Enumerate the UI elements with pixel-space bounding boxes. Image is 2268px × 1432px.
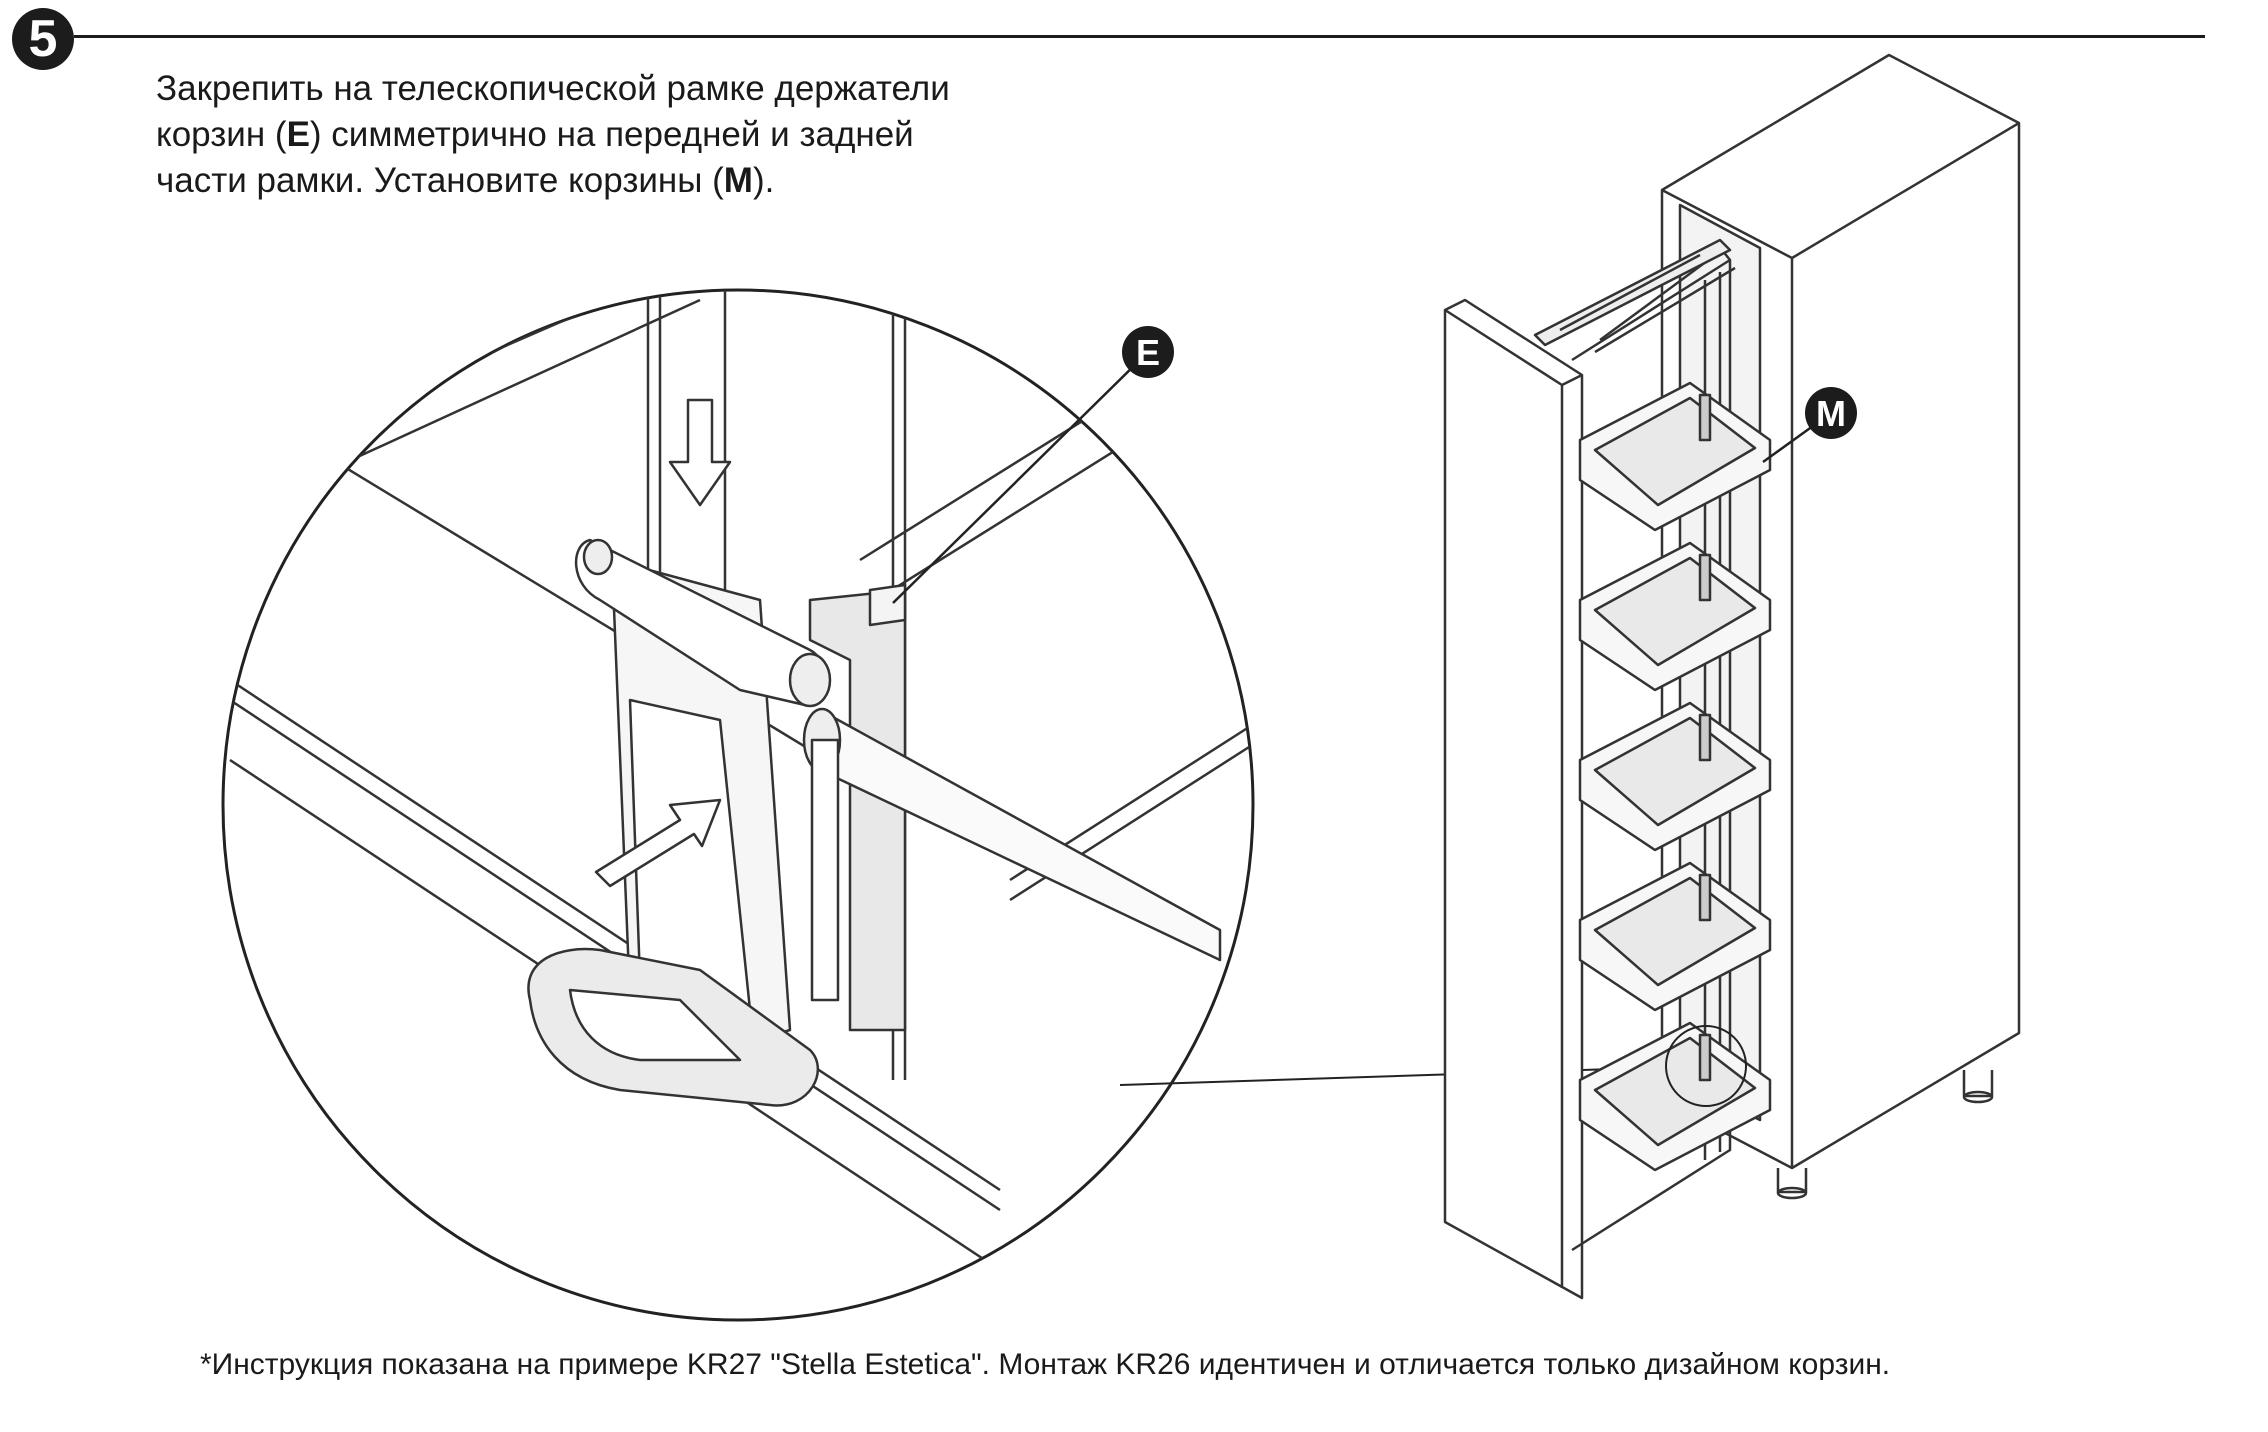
instruction-line-3: части рамки. Установите корзины (M).: [156, 161, 775, 200]
basket-1: [1578, 381, 1772, 532]
step-number-badge: 5: [12, 8, 74, 70]
svg-text:M: M: [1816, 393, 1846, 434]
svg-text:E: E: [1136, 332, 1160, 373]
part-label-e: E: [286, 115, 310, 154]
instruction-text: Закрепить на телескопической рамке держа…: [156, 66, 1136, 204]
basket-2: [1578, 541, 1772, 692]
tall-cabinet: [1443, 53, 2021, 1300]
instruction-line-2: корзин (E) симметрично на передней и зад…: [156, 115, 914, 154]
basket-3: [1578, 701, 1772, 852]
callout-m: M: [1805, 387, 1857, 439]
part-label-m: M: [723, 161, 753, 200]
instruction-line-1: Закрепить на телескопической рамке держа…: [156, 69, 950, 108]
basket-4: [1578, 861, 1772, 1012]
header-rule: [74, 35, 2205, 38]
basket-stack: [1578, 381, 1832, 1172]
footnote: *Инструкция показана на примере KR27 "St…: [200, 1348, 1891, 1381]
magnified-detail: [221, 288, 1707, 1322]
callout-e: E: [1122, 326, 1174, 378]
